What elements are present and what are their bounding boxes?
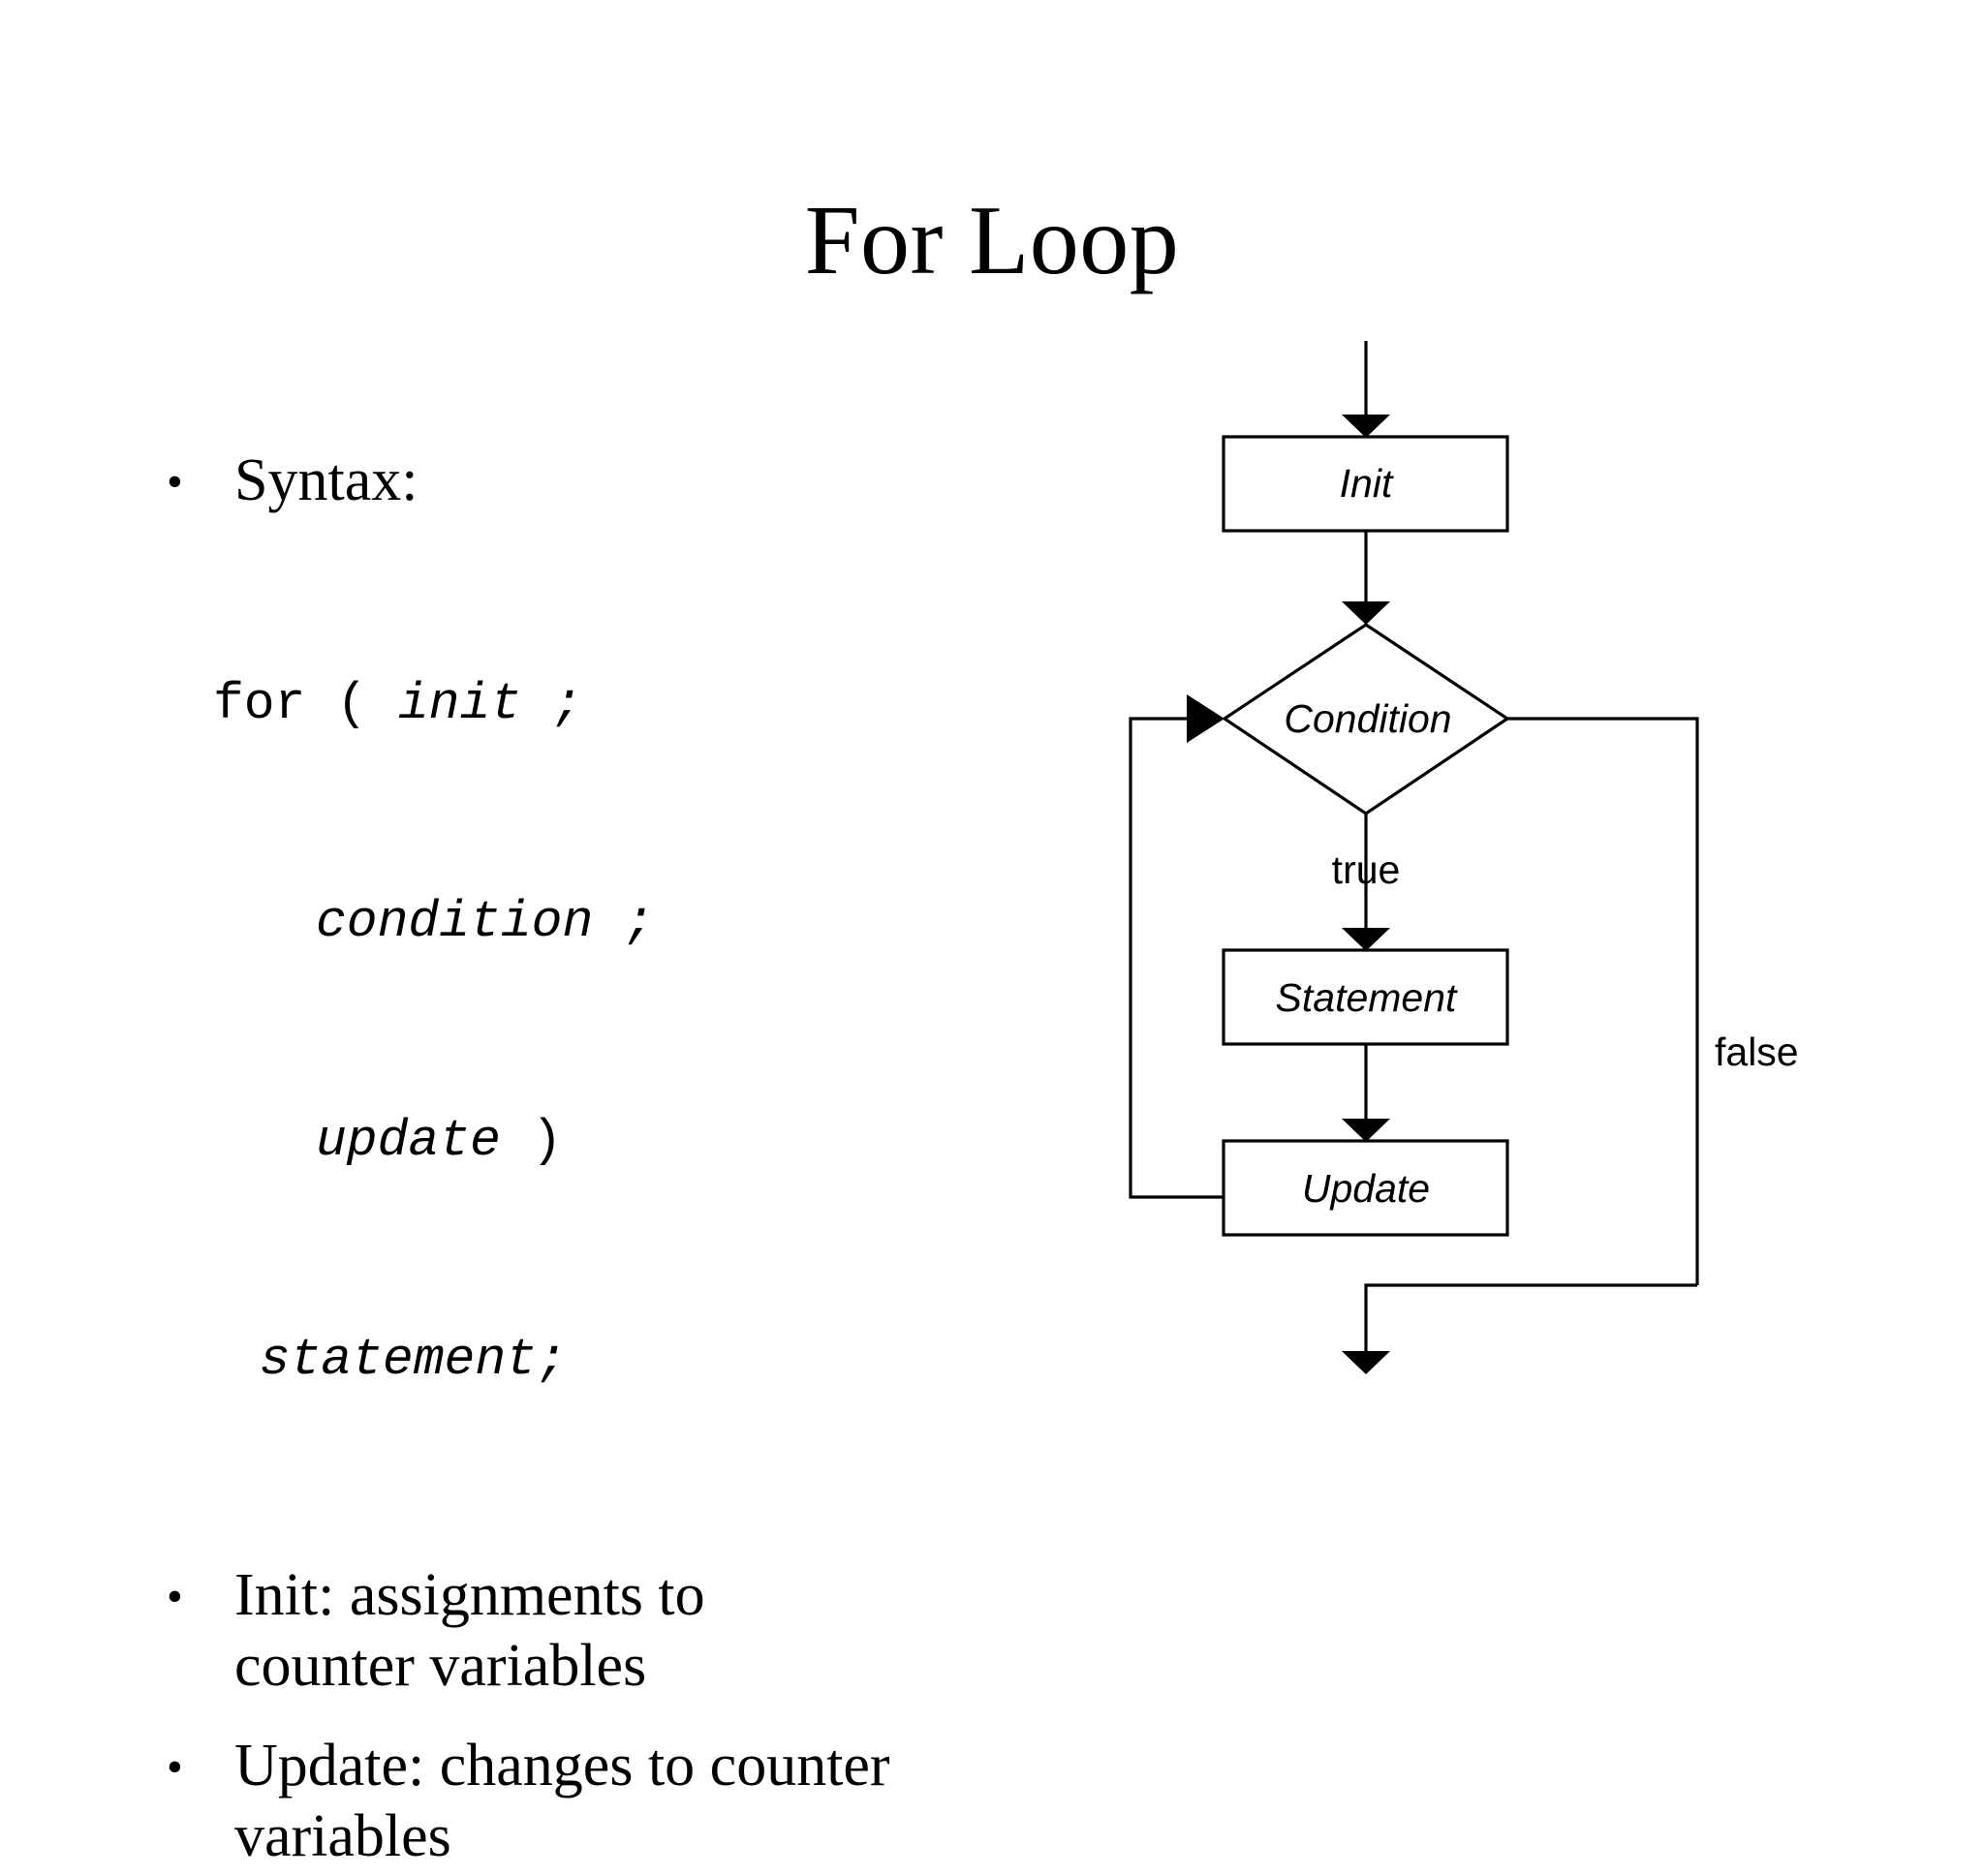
code-placeholder-condition: condition ; xyxy=(316,893,655,952)
edge-condition-false-line xyxy=(1507,717,1699,1285)
code-line-3: update ) xyxy=(213,1105,891,1178)
code-line-4: statement; xyxy=(213,1324,891,1397)
node-init-label: Init xyxy=(1340,461,1394,506)
page-title: For Loop xyxy=(804,186,1180,295)
code-keyword-close-paren: ) xyxy=(531,1112,563,1171)
arrowhead-init-to-condition-icon xyxy=(1342,601,1390,625)
arrowhead-entry-icon xyxy=(1342,415,1390,438)
code-line-2: condition ; xyxy=(213,886,891,959)
bullet-dot-icon: • xyxy=(167,455,183,507)
edge-loopback-to-condition xyxy=(1129,717,1224,1199)
node-statement-label: Statement xyxy=(1276,975,1458,1020)
content-bullet-list: • Syntax: for ( init ; condition ; updat… xyxy=(155,446,891,1876)
edge-label-true: true xyxy=(1332,847,1401,892)
edge-label-false: false xyxy=(1715,1030,1799,1074)
arrowhead-loopback-icon xyxy=(1187,694,1224,743)
code-keyword-for: for ( xyxy=(213,674,398,733)
code-placeholder-statement: statement; xyxy=(259,1330,568,1389)
bullet-text-syntax: Syntax: xyxy=(234,447,418,513)
arrowhead-statement-to-update-icon xyxy=(1342,1119,1390,1142)
arrowhead-exit-icon xyxy=(1342,1351,1390,1374)
bullet-dot-icon: • xyxy=(167,1570,183,1622)
node-update-box xyxy=(1222,1139,1509,1237)
node-condition-label: Condition xyxy=(1284,696,1451,741)
code-snippet: for ( init ; condition ; update ) statem… xyxy=(155,522,891,1543)
code-line-1: for ( init ; xyxy=(213,668,891,741)
code-placeholder-update: update xyxy=(316,1112,532,1171)
bullet-text-init: Init: assignments to counter variables xyxy=(234,1561,705,1699)
spacer xyxy=(155,1706,891,1731)
list-item: • Syntax: xyxy=(155,446,891,516)
node-update-label: Update xyxy=(1302,1166,1430,1211)
edge-false-exit-line xyxy=(1364,1283,1697,1358)
for-loop-flowchart: Init Condition true Statement Update xyxy=(1027,291,1899,1433)
bullet-text-update: Update: changes to counter variables xyxy=(234,1732,890,1870)
arrowhead-true-icon xyxy=(1342,928,1390,951)
slide-canvas: For Loop • Syntax: for ( init ; conditio… xyxy=(167,186,1899,1870)
code-placeholder-init: init ; xyxy=(397,674,583,733)
list-item: • Init: assignments to counter variables xyxy=(155,1560,891,1702)
bullet-dot-icon: • xyxy=(167,1740,183,1793)
list-item: • Update: changes to counter variables xyxy=(155,1731,891,1872)
